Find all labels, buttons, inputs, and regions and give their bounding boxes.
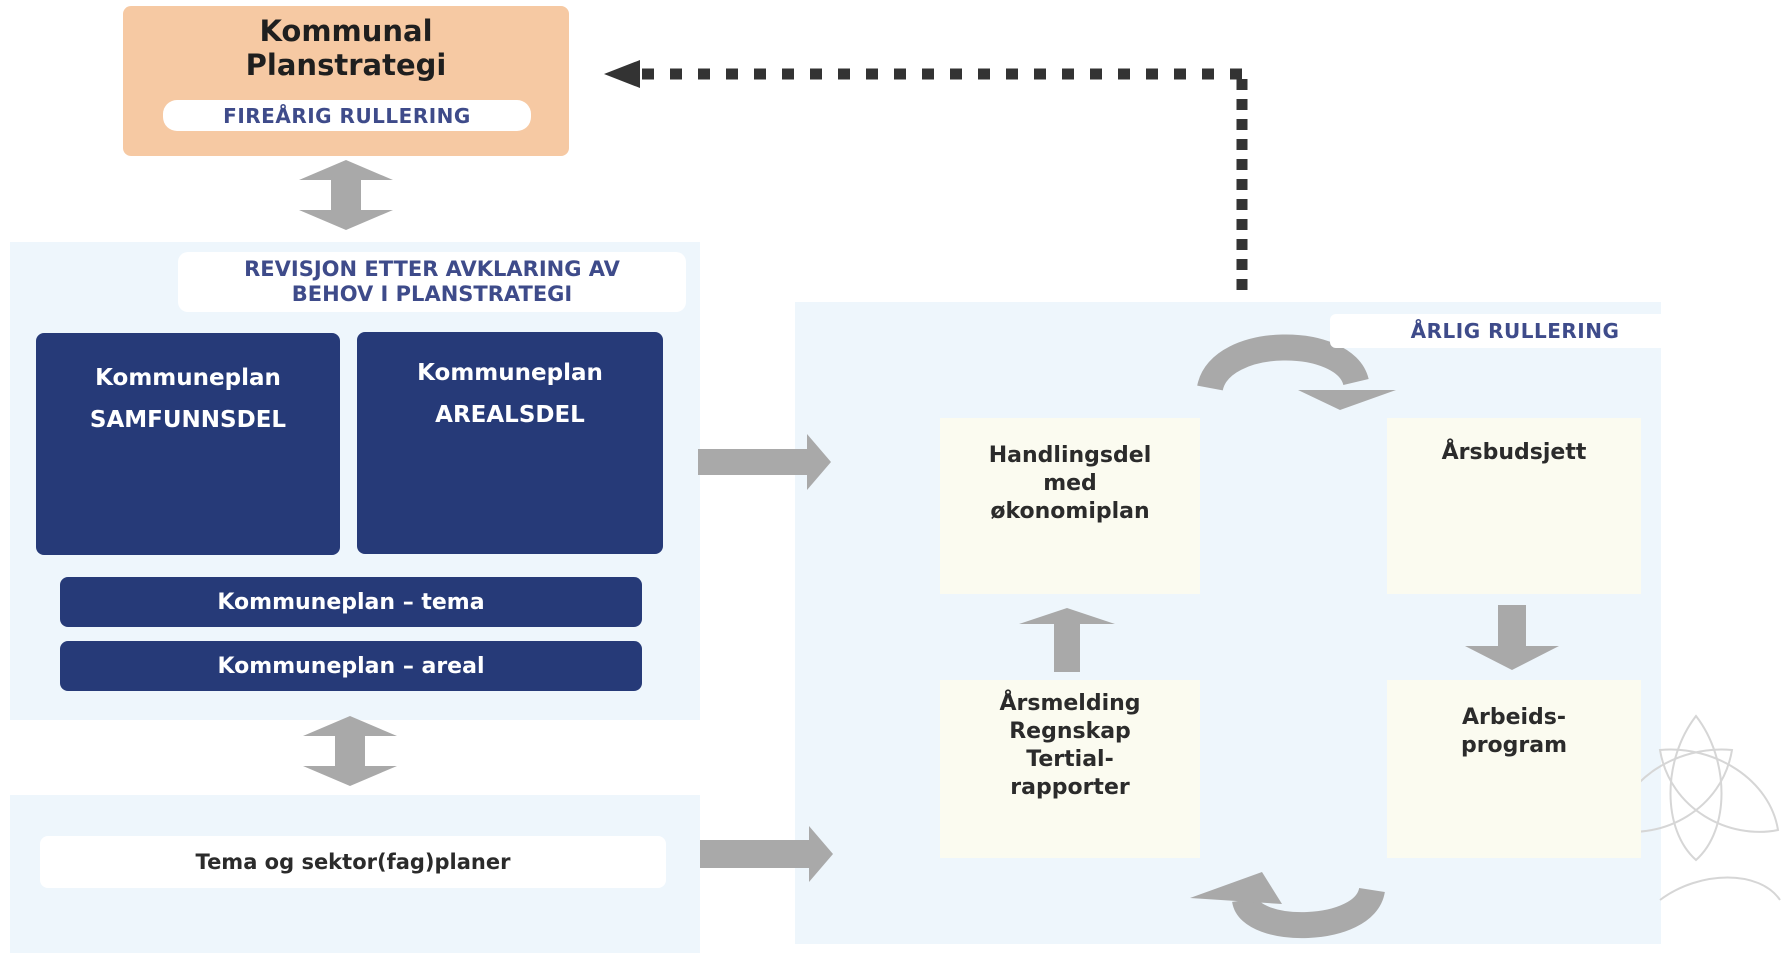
kommuneplan-areal-bar: Kommuneplan – areal [60,641,642,691]
curved-cycle-arrow-icon [1197,334,1396,410]
vertical-double-arrow-icon [299,160,393,230]
revisjon-label-line1: REVISJON ETTER AVKLARING AV [244,257,620,281]
vertical-double-arrow-icon [303,716,397,786]
handlingsdel-line2: med [1043,471,1097,496]
planstrategi-subtitle: FIREÅRIG RULLERING [163,100,531,131]
planstrategi-box [123,6,569,156]
arealsdel-line1: Kommuneplan [417,360,603,386]
samfunnsdel-line1: Kommuneplan [95,365,281,391]
up-arrow-icon [1019,608,1115,672]
arbeidsprogram-line2: program [1460,733,1568,758]
right-arrow-icon [700,826,833,882]
planstrategi-title: Kommunal Planstrategi [123,12,569,84]
planstrategi-title-line1: Kommunal [259,14,433,48]
planstrategi-title-line2: Planstrategi [245,48,447,82]
arsbudsjett-box: Årsbudsjett [1387,418,1641,594]
handlingsdel-line3: økonomiplan [990,499,1150,524]
arsmelding-box: Årsmelding Regnskap Tertial- rapporter [940,680,1200,858]
arlig-rullering-label: ÅRLIG RULLERING [1330,314,1700,348]
arbeidsprogram-box: Arbeids- program [1387,680,1641,858]
arealsdel-line2: AREALSDEL [435,402,585,428]
arbeidsprogram-line1: Arbeids- [1461,705,1567,730]
down-arrow-icon [1465,605,1559,670]
arsmelding-line1: Årsmelding [999,691,1141,716]
sektorplaner-label: Tema og sektor(fag)planer [40,836,666,888]
arealsdel-box: Kommuneplan AREALSDEL [357,332,663,554]
curved-cycle-arrow-icon [1190,872,1385,938]
handlingsdel-box: Handlingsdel med økonomiplan [940,418,1200,594]
samfunnsdel-box: Kommuneplan SAMFUNNSDEL [36,333,340,555]
dotted-return-arrow [604,60,1248,290]
revisjon-label: REVISJON ETTER AVKLARING AV BEHOV I PLAN… [178,252,686,312]
arsmelding-line4: rapporter [1010,775,1130,800]
arsmelding-line3: Tertial- [1026,747,1114,772]
arsmelding-line2: Regnskap [1009,719,1131,744]
kommuneplan-tema-bar: Kommuneplan – tema [60,577,642,627]
revisjon-label-line2: BEHOV I PLANSTRATEGI [291,282,573,306]
handlingsdel-line1: Handlingsdel [988,443,1152,468]
right-arrow-icon [698,434,831,490]
arsbudsjett-label: Årsbudsjett [1441,440,1587,465]
samfunnsdel-line2: SAMFUNNSDEL [89,407,287,433]
